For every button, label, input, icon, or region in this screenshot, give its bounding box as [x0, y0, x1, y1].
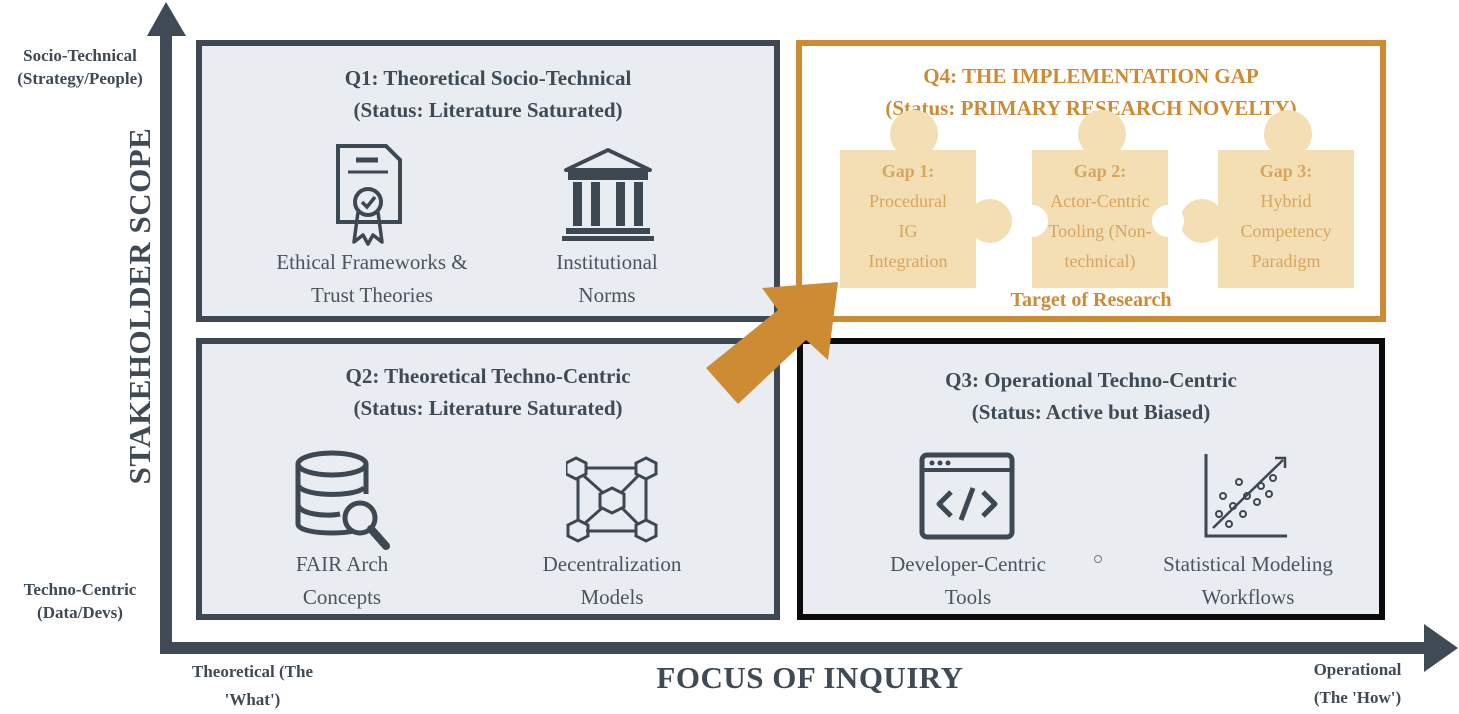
q2-item-fair-arch: FAIR Arch Concepts: [295, 552, 389, 609]
q3-item-developer-centric: Developer-Centric Tools: [890, 552, 1046, 609]
q2-title: Q2: Theoretical Techno-Centric: [345, 364, 631, 388]
network-cubes-icon: [566, 456, 658, 543]
q1-status: (Status: Literature Saturated): [353, 98, 623, 122]
q1-item-institutional-norms: Institutional Norms: [556, 250, 658, 307]
certificate-icon: [336, 144, 402, 246]
x-axis-left-label: Theoretical (The 'What'): [191, 662, 314, 709]
scatter-plot-icon: [1204, 454, 1287, 538]
q2-status: (Status: Literature Saturated): [353, 396, 623, 420]
gap-1-label: Gap 1: Procedural IG Integration: [868, 161, 948, 271]
gap-3-label: Gap 3: Hybrid Competency Paradigm: [1240, 161, 1332, 271]
q4-title: Q4: THE IMPLEMENTATION GAP: [923, 64, 1259, 88]
q3-title: Q3: Operational Techno-Centric: [945, 368, 1237, 392]
database-search-icon: [295, 450, 390, 550]
quadrant-q2: Q2: Theoretical Techno-Centric (Status: …: [196, 338, 780, 620]
institution-icon: [562, 148, 654, 241]
quadrant-q3: Q3: Operational Techno-Centric (Status: …: [797, 338, 1385, 620]
y-axis-line: [160, 34, 172, 654]
q2-item-decentralization: Decentralization Models: [542, 552, 682, 609]
quadrant-q4: Q4: THE IMPLEMENTATION GAP (Status: PRIM…: [796, 40, 1386, 322]
y-axis-top-label: Socio-Technical (Strategy/People): [17, 46, 143, 88]
target-of-research-label: Target of Research: [1010, 289, 1172, 311]
q3-item-statistical-modeling: Statistical Modeling Workflows: [1163, 552, 1333, 609]
x-axis-arrowhead: [1424, 624, 1458, 672]
y-axis-arrowhead: [147, 2, 186, 36]
separator-dot: [1094, 555, 1102, 563]
q1-item-ethical-frameworks: Ethical Frameworks & Trust Theories: [276, 250, 468, 307]
puzzle-pieces-graphic: [840, 110, 1354, 288]
x-axis-line: [160, 642, 1426, 654]
q1-title: Q1: Theoretical Socio-Technical: [344, 66, 632, 90]
x-axis-right-label: Operational (The 'How'): [1313, 660, 1402, 707]
y-axis-bottom-label: Techno-Centric (Data/Devs): [23, 580, 137, 622]
code-window-icon: [919, 452, 1015, 540]
gap-2-label: Gap 2: Actor-Centric Tooling (Non- techn…: [1048, 161, 1152, 271]
q3-status: (Status: Active but Biased): [971, 400, 1211, 424]
x-axis-title: FOCUS OF INQUIRY: [656, 660, 964, 695]
quadrant-q1: Q1: Theoretical Socio-Technical (Status:…: [196, 40, 780, 322]
